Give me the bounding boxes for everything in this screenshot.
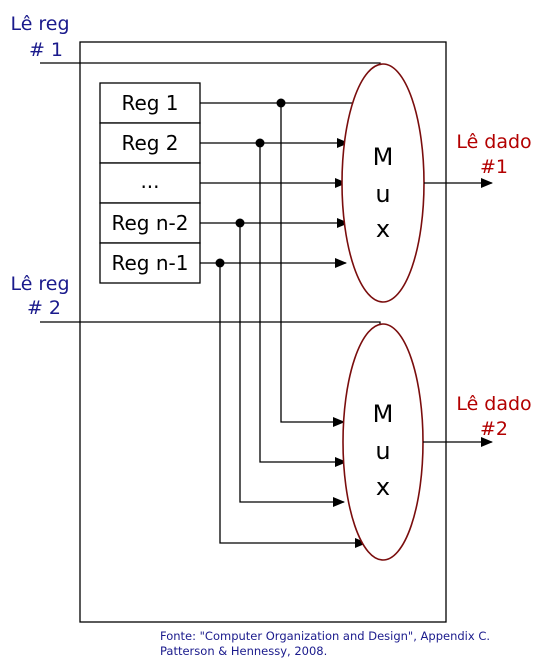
source-credit: Fonte: "Computer Organization and Design… xyxy=(160,629,490,659)
mux-2: M u x xyxy=(342,323,424,561)
mux-1: M u x xyxy=(341,63,425,303)
reg-n-2-to-mux-2-wire xyxy=(239,223,345,507)
register-box-2 xyxy=(99,122,201,164)
reg-n-1-to-mux-2-wire xyxy=(219,263,367,548)
mux-1-letter-m: M xyxy=(373,143,394,171)
junction-dot-reg-n-2 xyxy=(235,218,245,228)
mux-1-letter-x: x xyxy=(376,215,390,243)
read-reg-2-label-line2: # 2 xyxy=(27,297,61,319)
register-file-box xyxy=(79,41,447,623)
junction-dot-reg-2 xyxy=(255,138,265,148)
reg-1-to-mux-2-wire xyxy=(280,103,345,427)
read-reg-1-label-line1: Lê reg xyxy=(10,13,69,35)
mux-2-letter-x: x xyxy=(376,473,390,501)
read-data-2-label-line1: Lê dado xyxy=(456,393,531,415)
read-data-2-label-line2: #2 xyxy=(480,418,508,440)
junction-dot-reg-n-1 xyxy=(215,258,225,268)
register-label-n-1: Reg n-1 xyxy=(112,251,189,275)
register-box-n-1 xyxy=(99,242,201,284)
read-reg-1-label-line2: # 1 xyxy=(29,39,63,61)
mux-2-letter-m: M xyxy=(373,400,394,428)
read-reg-1-select-line xyxy=(40,62,385,89)
read-data-1-label-line2: #1 xyxy=(480,156,508,178)
source-credit-line-1: Fonte: "Computer Organization and Design… xyxy=(160,629,491,643)
junction-dot-reg-1 xyxy=(276,98,286,108)
source-credit-line-2: Patterson & Hennessy, 2008. xyxy=(160,644,328,658)
register-box-n-2 xyxy=(99,202,201,244)
read-reg-2-select-line xyxy=(40,321,385,348)
register-stack: Reg 1 Reg 2 ... Reg n-2 Reg n-1 xyxy=(99,82,201,284)
mux-2-letter-u: u xyxy=(375,437,390,465)
read-data-1-label-line1: Lê dado xyxy=(456,131,531,153)
register-label-ellipsis: ... xyxy=(140,169,159,193)
register-label-2: Reg 2 xyxy=(121,131,178,155)
reg-2-to-mux-2-wire xyxy=(259,143,347,467)
register-label-n-2: Reg n-2 xyxy=(112,211,189,235)
read-reg-2-label-line1: Lê reg xyxy=(10,273,69,295)
mux-1-letter-u: u xyxy=(375,180,390,208)
register-label-1: Reg 1 xyxy=(121,91,178,115)
